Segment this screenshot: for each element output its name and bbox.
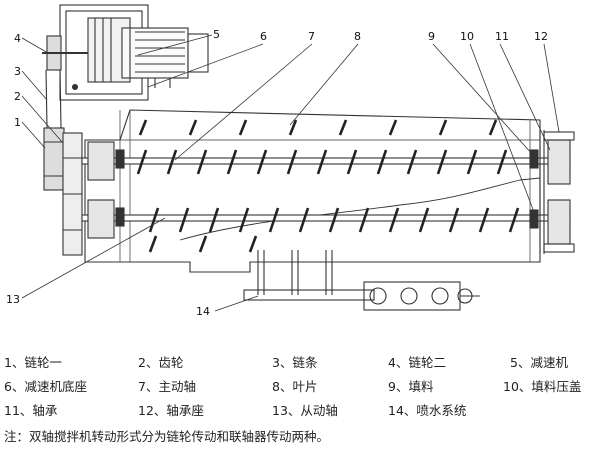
callout-2: 2 [14, 90, 21, 103]
legend-label: 齿轮 [158, 355, 184, 370]
sprocket-one [43, 127, 65, 191]
bearing-left-lower [87, 199, 115, 239]
callout-13: 13 [6, 293, 20, 306]
legend-separator: 、 [518, 379, 532, 394]
legend-num: 2 [138, 355, 146, 370]
legend-num: 5 [510, 355, 518, 370]
legend-label: 链条 [292, 355, 318, 370]
mixer-diagram: 1 2 3 4 5 6 7 8 9 10 11 12 13 14 [6, 4, 575, 318]
legend-item-6: 6、减速机底座 [4, 376, 87, 395]
frame-bolt [71, 83, 79, 91]
legend-item-5: 5、减速机 [510, 352, 568, 371]
packing-gland [529, 209, 539, 229]
spray-system [243, 250, 480, 311]
bearing-left-upper [87, 141, 115, 181]
legend-label: 喷水系统 [416, 403, 467, 418]
legend-label: 减速机底座 [24, 379, 87, 394]
legend-item-7: 7、主动轴 [138, 376, 196, 395]
legend-label: 主动轴 [158, 379, 196, 394]
legend-num: 11 [4, 403, 20, 418]
blades [136, 119, 520, 253]
legend-num: 12 [138, 403, 154, 418]
legend-label: 链轮一 [24, 355, 62, 370]
bearing-seat-lower [543, 243, 575, 253]
legend-num: 13 [272, 403, 288, 418]
legend-separator: 、 [11, 355, 25, 370]
parts-legend: 1、链轮一 2、齿轮 3、链条 4、链轮二 5、减速机 6、减速机底座 7、主动… [0, 348, 602, 424]
legend-item-8: 8、叶片 [272, 376, 317, 395]
callout-4: 4 [14, 32, 21, 45]
legend-separator: 、 [395, 355, 409, 370]
legend-separator: 、 [145, 355, 159, 370]
legend-num: 9 [388, 379, 396, 394]
legend-item-12: 12、轴承座 [138, 400, 204, 419]
legend-item-2: 2、齿轮 [138, 352, 183, 371]
legend-item-11: 11、轴承 [4, 400, 57, 419]
legend-separator: 、 [11, 379, 25, 394]
legend-separator: 、 [279, 379, 293, 394]
legend-num: 10 [503, 379, 519, 394]
legend-num: 8 [272, 379, 280, 394]
legend-item-3: 3、链条 [272, 352, 317, 371]
motor-body [121, 27, 189, 79]
legend-separator: 、 [517, 355, 531, 370]
callout-5: 5 [213, 28, 220, 41]
legend-num: 14 [388, 403, 404, 418]
legend-item-10: 10、填料压盖 [503, 376, 581, 395]
callout-1: 1 [14, 116, 21, 129]
footnote: 注：双轴搅拌机转动形式分为链轮传动和联轴器传动两种。 [4, 429, 330, 444]
legend-label: 链轮二 [408, 355, 446, 370]
legend-label: 填料压盖 [531, 379, 582, 394]
spray-pipe [243, 289, 375, 301]
packing [529, 149, 539, 169]
legend-label: 轴承 [32, 403, 58, 418]
legend-num: 4 [388, 355, 396, 370]
legend-item-14: 14、喷水系统 [388, 400, 466, 419]
legend-item-13: 13、从动轴 [272, 400, 338, 419]
valve-block [363, 281, 461, 311]
driving-shaft [81, 157, 571, 165]
legend-label: 轴承座 [166, 403, 204, 418]
legend-label: 减速机 [530, 355, 568, 370]
callout-7: 7 [308, 30, 315, 43]
bearing-seat-upper [543, 131, 575, 141]
leader-lines [21, 34, 560, 312]
legend-separator: 、 [19, 403, 33, 418]
bearing-right-lower [547, 199, 571, 245]
legend-item-1: 1、链轮一 [4, 352, 62, 371]
legend-num: 6 [4, 379, 12, 394]
callout-14: 14 [196, 305, 210, 318]
legend-label: 叶片 [292, 379, 318, 394]
legend-num: 7 [138, 379, 146, 394]
legend-label: 从动轴 [300, 403, 338, 418]
callout-8: 8 [354, 30, 361, 43]
legend-separator: 、 [153, 403, 167, 418]
callout-11: 11 [495, 30, 509, 43]
callout-6: 6 [260, 30, 267, 43]
legend-separator: 、 [287, 403, 301, 418]
legend-num: 1 [4, 355, 12, 370]
trough-body [84, 109, 541, 273]
legend-separator: 、 [403, 403, 417, 418]
legend-separator: 、 [395, 379, 409, 394]
legend-separator: 、 [145, 379, 159, 394]
callout-12: 12 [534, 30, 548, 43]
legend-item-4: 4、链轮二 [388, 352, 446, 371]
legend-separator: 、 [279, 355, 293, 370]
legend-num: 3 [272, 355, 280, 370]
legend-label: 填料 [408, 379, 434, 394]
callout-10: 10 [460, 30, 474, 43]
callout-3: 3 [14, 65, 21, 78]
callout-9: 9 [428, 30, 435, 43]
motor-fan-cap [187, 33, 209, 73]
legend-item-9: 9、填料 [388, 376, 433, 395]
bearing-right-upper [547, 139, 571, 185]
